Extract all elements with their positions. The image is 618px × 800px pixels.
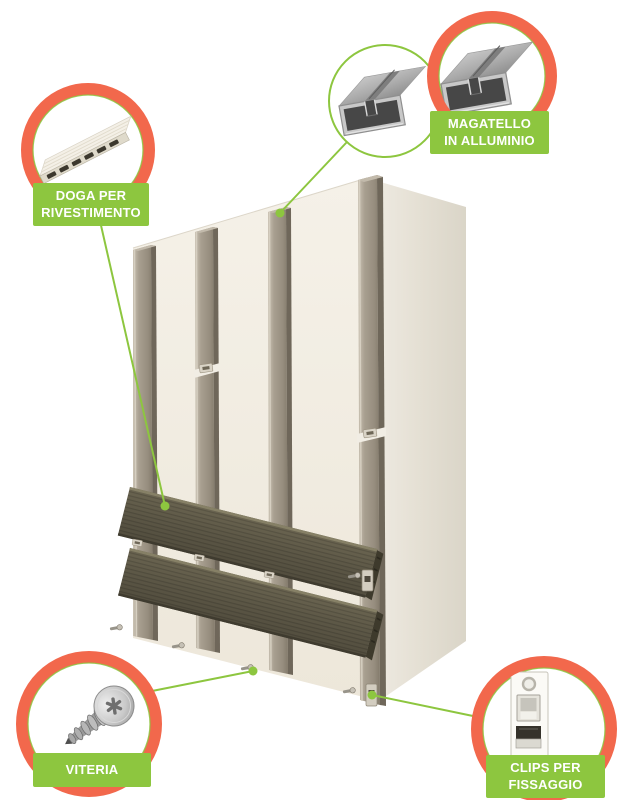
connector-viteria-dot	[248, 666, 258, 676]
plank-upper	[117, 487, 384, 601]
screw-glyph	[109, 623, 124, 632]
connector-clips-line	[371, 694, 474, 717]
plank-lower	[118, 548, 384, 661]
cladding-plank-icon	[39, 115, 132, 184]
connector-magatello-line	[279, 142, 347, 214]
connector-doga-line	[99, 220, 166, 507]
screw-icon	[65, 685, 135, 745]
connectors	[99, 142, 474, 717]
wall-side-face	[367, 178, 466, 701]
label-line: MAGATELLO	[447, 116, 532, 131]
label-magatello-in-alluminio: MAGATELLO IN ALLUMINIO	[430, 111, 549, 155]
connector-doga-dot	[160, 501, 170, 511]
label-line: RIVESTIMENTO	[41, 205, 141, 221]
connector-magatello-dot	[275, 208, 285, 218]
label-line: IN ALLUMINIO	[444, 133, 535, 149]
connector-viteria-line	[146, 670, 254, 693]
cladding-planks	[117, 487, 384, 661]
label-line: VITERIA	[65, 762, 119, 777]
clip-mid-right	[361, 569, 374, 592]
label-doga-per-rivestimento: DOGA PER RIVESTIMENTO	[33, 183, 149, 227]
label-viteria: VITERIA	[33, 753, 151, 788]
label-line: DOGA PER	[55, 188, 127, 203]
label-line: CLIPS PER	[510, 760, 581, 775]
callout-magatello-secondary-circle	[328, 44, 442, 158]
fixing-clip-icon	[510, 671, 549, 758]
label-clips-per-fissaggio: CLIPS PER FISSAGGIO	[486, 755, 605, 799]
connector-clips-dot	[367, 690, 377, 700]
label-line: FISSAGGIO	[508, 777, 583, 793]
